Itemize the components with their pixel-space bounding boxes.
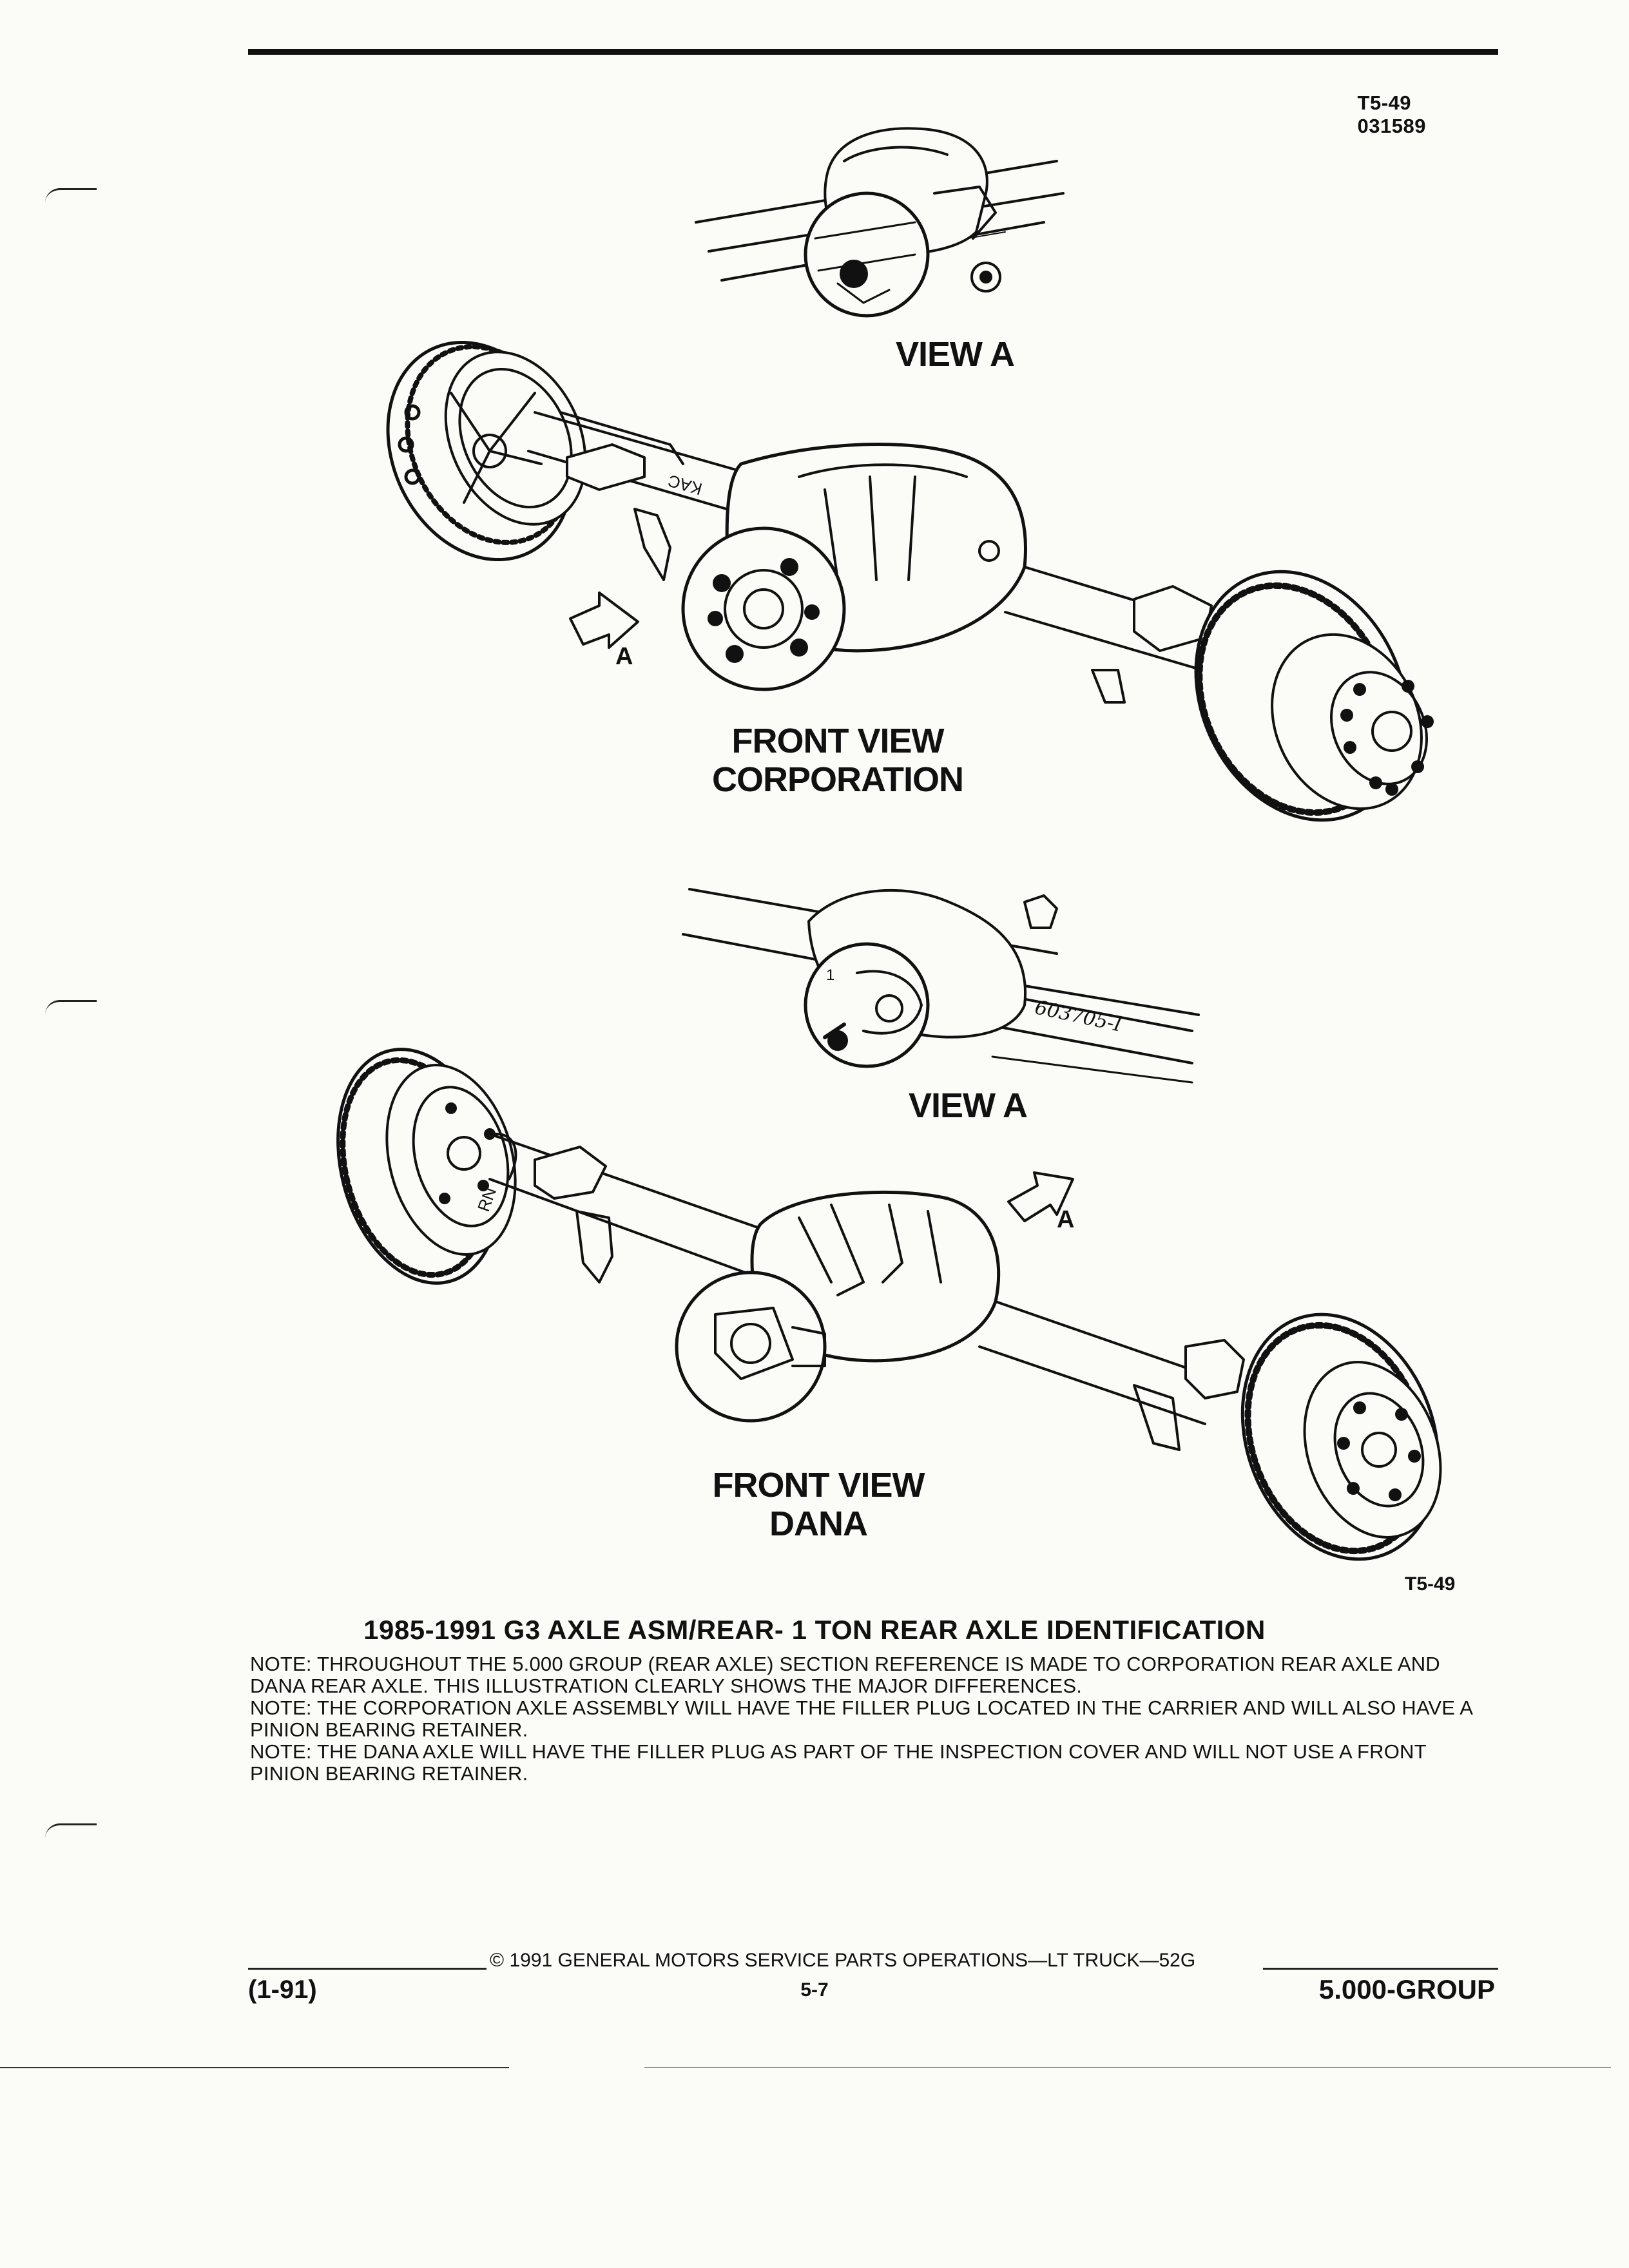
footer-date-code: (1-91) [248,1975,317,2004]
corporation-housing-stamp: KAC [666,471,704,499]
corporation-arrow-label: A [615,643,633,670]
axle-type-text: DANA [769,1504,868,1543]
corporation-axle-drawing [386,340,1434,822]
caption-title: 1985-1991 G3 AXLE ASM/REAR- 1 TON REAR A… [363,1615,1266,1645]
dana-axle-drawing [336,1048,1442,1561]
corporation-front-view-label: FRONT VIEW CORPORATION [702,722,973,799]
corporation-view-a-label: VIEW A [896,335,1015,374]
note-2: NOTE: THE CORPORATION AXLE ASSEMBLY WILL… [250,1696,1472,1741]
note-1: NOTE: THROUGHOUT THE 5.000 GROUP (REAR A… [250,1653,1440,1697]
margin-mark [45,1823,97,1838]
dana-view-a-label: VIEW A [909,1086,1028,1125]
figure-code: 031589 [1357,115,1426,137]
dana-view-a-drawing [682,888,1200,1084]
margin-mark [45,188,97,203]
bottom-edge-rule [0,2067,509,2068]
callout-number-1: 1 [826,966,835,984]
figure-reference: T5-49 [1405,1573,1456,1595]
margin-mark [45,1000,97,1015]
front-view-text: FRONT VIEW [712,1466,925,1504]
note-3: NOTE: THE DANA AXLE WILL HAVE THE FILLER… [250,1740,1427,1785]
footer-rule-left [248,1968,487,1970]
header-rule [248,49,1498,55]
figure-id: T5-49 [1357,91,1412,114]
front-view-text: FRONT VIEW [731,722,945,760]
dana-front-view-label: FRONT VIEW DANA [696,1466,941,1543]
corporation-view-a-drawing [695,127,1065,318]
bottom-edge-rule [644,2067,1611,2068]
dana-arrow-label: A [1057,1206,1075,1233]
footer-copyright: © 1991 GENERAL MOTORS SERVICE PARTS OPER… [490,1950,1196,1971]
footer-page-number: 5-7 [800,1979,829,2001]
figure-id-block: T5-49 031589 [1358,91,1426,138]
caption-notes: NOTE: THROUGHOUT THE 5.000 GROUP (REAR A… [250,1653,1487,1785]
footer-rule-right [1263,1968,1498,1970]
footer-group: 5.000-GROUP [1318,1974,1495,2004]
axle-type-text: CORPORATION [712,760,964,799]
